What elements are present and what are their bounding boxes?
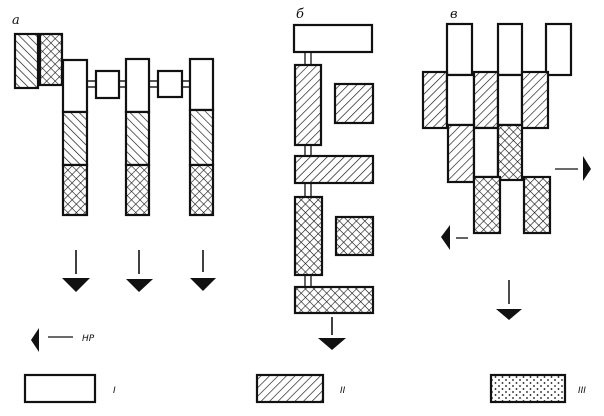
left-arrow-icon [441,225,468,250]
crosshatched-block [293,285,375,315]
crosshatched-block [522,175,552,235]
connectors [87,80,190,88]
panel-a: а [12,13,216,352]
white-block [544,22,573,77]
hatched-block [472,70,500,130]
white-block [292,23,374,54]
crosshatched-block [472,175,502,235]
crosshatched-block [293,195,324,277]
column-2 [124,57,151,217]
down-arrow-icon [496,280,522,320]
panel-label-b: б [296,7,304,22]
down-arrow-icon [62,250,90,292]
white-block [472,126,500,179]
panel-v: в [421,7,591,320]
panel-label-v: в [450,7,458,22]
flow-label: НР [82,334,95,344]
white-block [445,73,476,127]
down-arrow-icon [318,317,346,350]
hatched-block [446,123,476,184]
small-block [156,69,184,99]
white-block [445,22,474,77]
connectors [304,52,312,287]
panel-label-a: а [12,13,20,28]
hatched-block [13,32,40,90]
crosshatched-block [334,215,375,257]
column-3 [188,57,215,217]
right-arrow-icon [555,156,591,181]
crosshatched-block [38,32,64,87]
down-arrow-icon [190,250,216,291]
legend: I II III [23,373,586,404]
legend-label-i: I [113,386,116,396]
white-block [496,73,524,127]
legend-swatch-blank [23,373,97,404]
legend-swatch-hatched [255,373,325,404]
white-block [496,22,524,77]
hatched-block [293,63,323,147]
legend-label-ii: II [340,386,346,396]
left-arrow-icon [31,328,73,352]
column-1 [61,58,89,217]
small-block [94,69,121,100]
panel-b: б [292,7,375,350]
hatched-block [520,70,550,130]
down-arrow-icon [126,250,153,292]
hatched-block [293,154,375,185]
hatched-block [421,70,449,130]
legend-swatch-dotted [489,373,567,404]
hatched-block [333,82,375,125]
crosshatched-block [496,123,524,182]
legend-label-iii: III [578,386,586,396]
